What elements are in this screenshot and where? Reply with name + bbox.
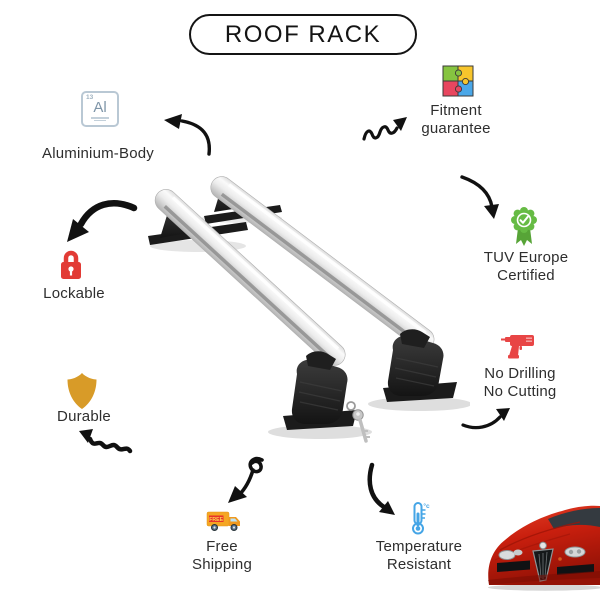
drill-icon — [501, 335, 534, 359]
durable-label: Durable — [57, 408, 111, 425]
tuv-line2: Certified — [497, 266, 555, 284]
squiggle-arrow-durable — [79, 429, 133, 454]
mount-foot-front-left — [283, 351, 357, 430]
squiggle-arrow-fitment — [362, 117, 407, 141]
padlock-icon — [61, 250, 81, 279]
element-mass-line — [94, 120, 106, 121]
tuv-line1: TUV Europe — [483, 249, 569, 266]
car-image — [488, 505, 600, 591]
drilling-line2: No Cutting — [483, 382, 557, 400]
element-number: 13 — [86, 94, 94, 101]
shipping-line1: Free — [206, 538, 238, 555]
mount-foot-front-right — [383, 329, 457, 402]
thermometer-unit-label: °c — [423, 502, 430, 510]
cross-bar-right — [210, 176, 435, 351]
fitment-guarantee-label: Fitment guarantee — [406, 102, 506, 137]
certified-badge-icon — [511, 207, 537, 246]
curved-arrow-lock — [67, 200, 138, 242]
delivery-truck-icon: FREE — [206, 511, 240, 531]
temperature-resistant-label: Temperature Resistant — [360, 538, 478, 573]
lock-key — [346, 401, 370, 443]
loop-arrow-shipping — [228, 456, 264, 503]
curved-arrow-tuv — [460, 175, 499, 219]
curved-arrow-drill — [461, 408, 510, 430]
thermometer-icon: °c — [412, 502, 430, 535]
roof-rack-product-image — [148, 176, 470, 443]
aluminium-element-icon: 13 Al — [81, 91, 119, 127]
shipping-line2: Shipping — [192, 555, 252, 573]
shield-icon — [67, 373, 97, 409]
curved-arrow-temperature — [367, 462, 395, 515]
aluminium-body-label: Aluminium-Body — [41, 145, 154, 162]
curved-arrow-aluminium — [164, 114, 212, 156]
element-name-line — [91, 117, 109, 119]
page-title: ROOF RACK — [189, 14, 417, 55]
drilling-line1: No Drilling — [484, 365, 556, 382]
truck-free-label: FREE — [209, 517, 223, 523]
element-symbol: Al — [93, 99, 107, 116]
fitment-line1: Fitment — [430, 102, 482, 119]
free-shipping-label: Free Shipping — [180, 538, 264, 573]
temperature-line2: Resistant — [386, 555, 452, 573]
fitment-line2: guarantee — [421, 119, 491, 137]
no-drilling-label: No Drilling No Cutting — [468, 365, 572, 400]
temperature-line1: Temperature — [375, 538, 463, 555]
lockable-label: Lockable — [43, 285, 105, 302]
tuv-certified-label: TUV Europe Certified — [474, 249, 578, 284]
cross-bar-left — [154, 189, 346, 366]
puzzle-icon — [442, 65, 474, 97]
